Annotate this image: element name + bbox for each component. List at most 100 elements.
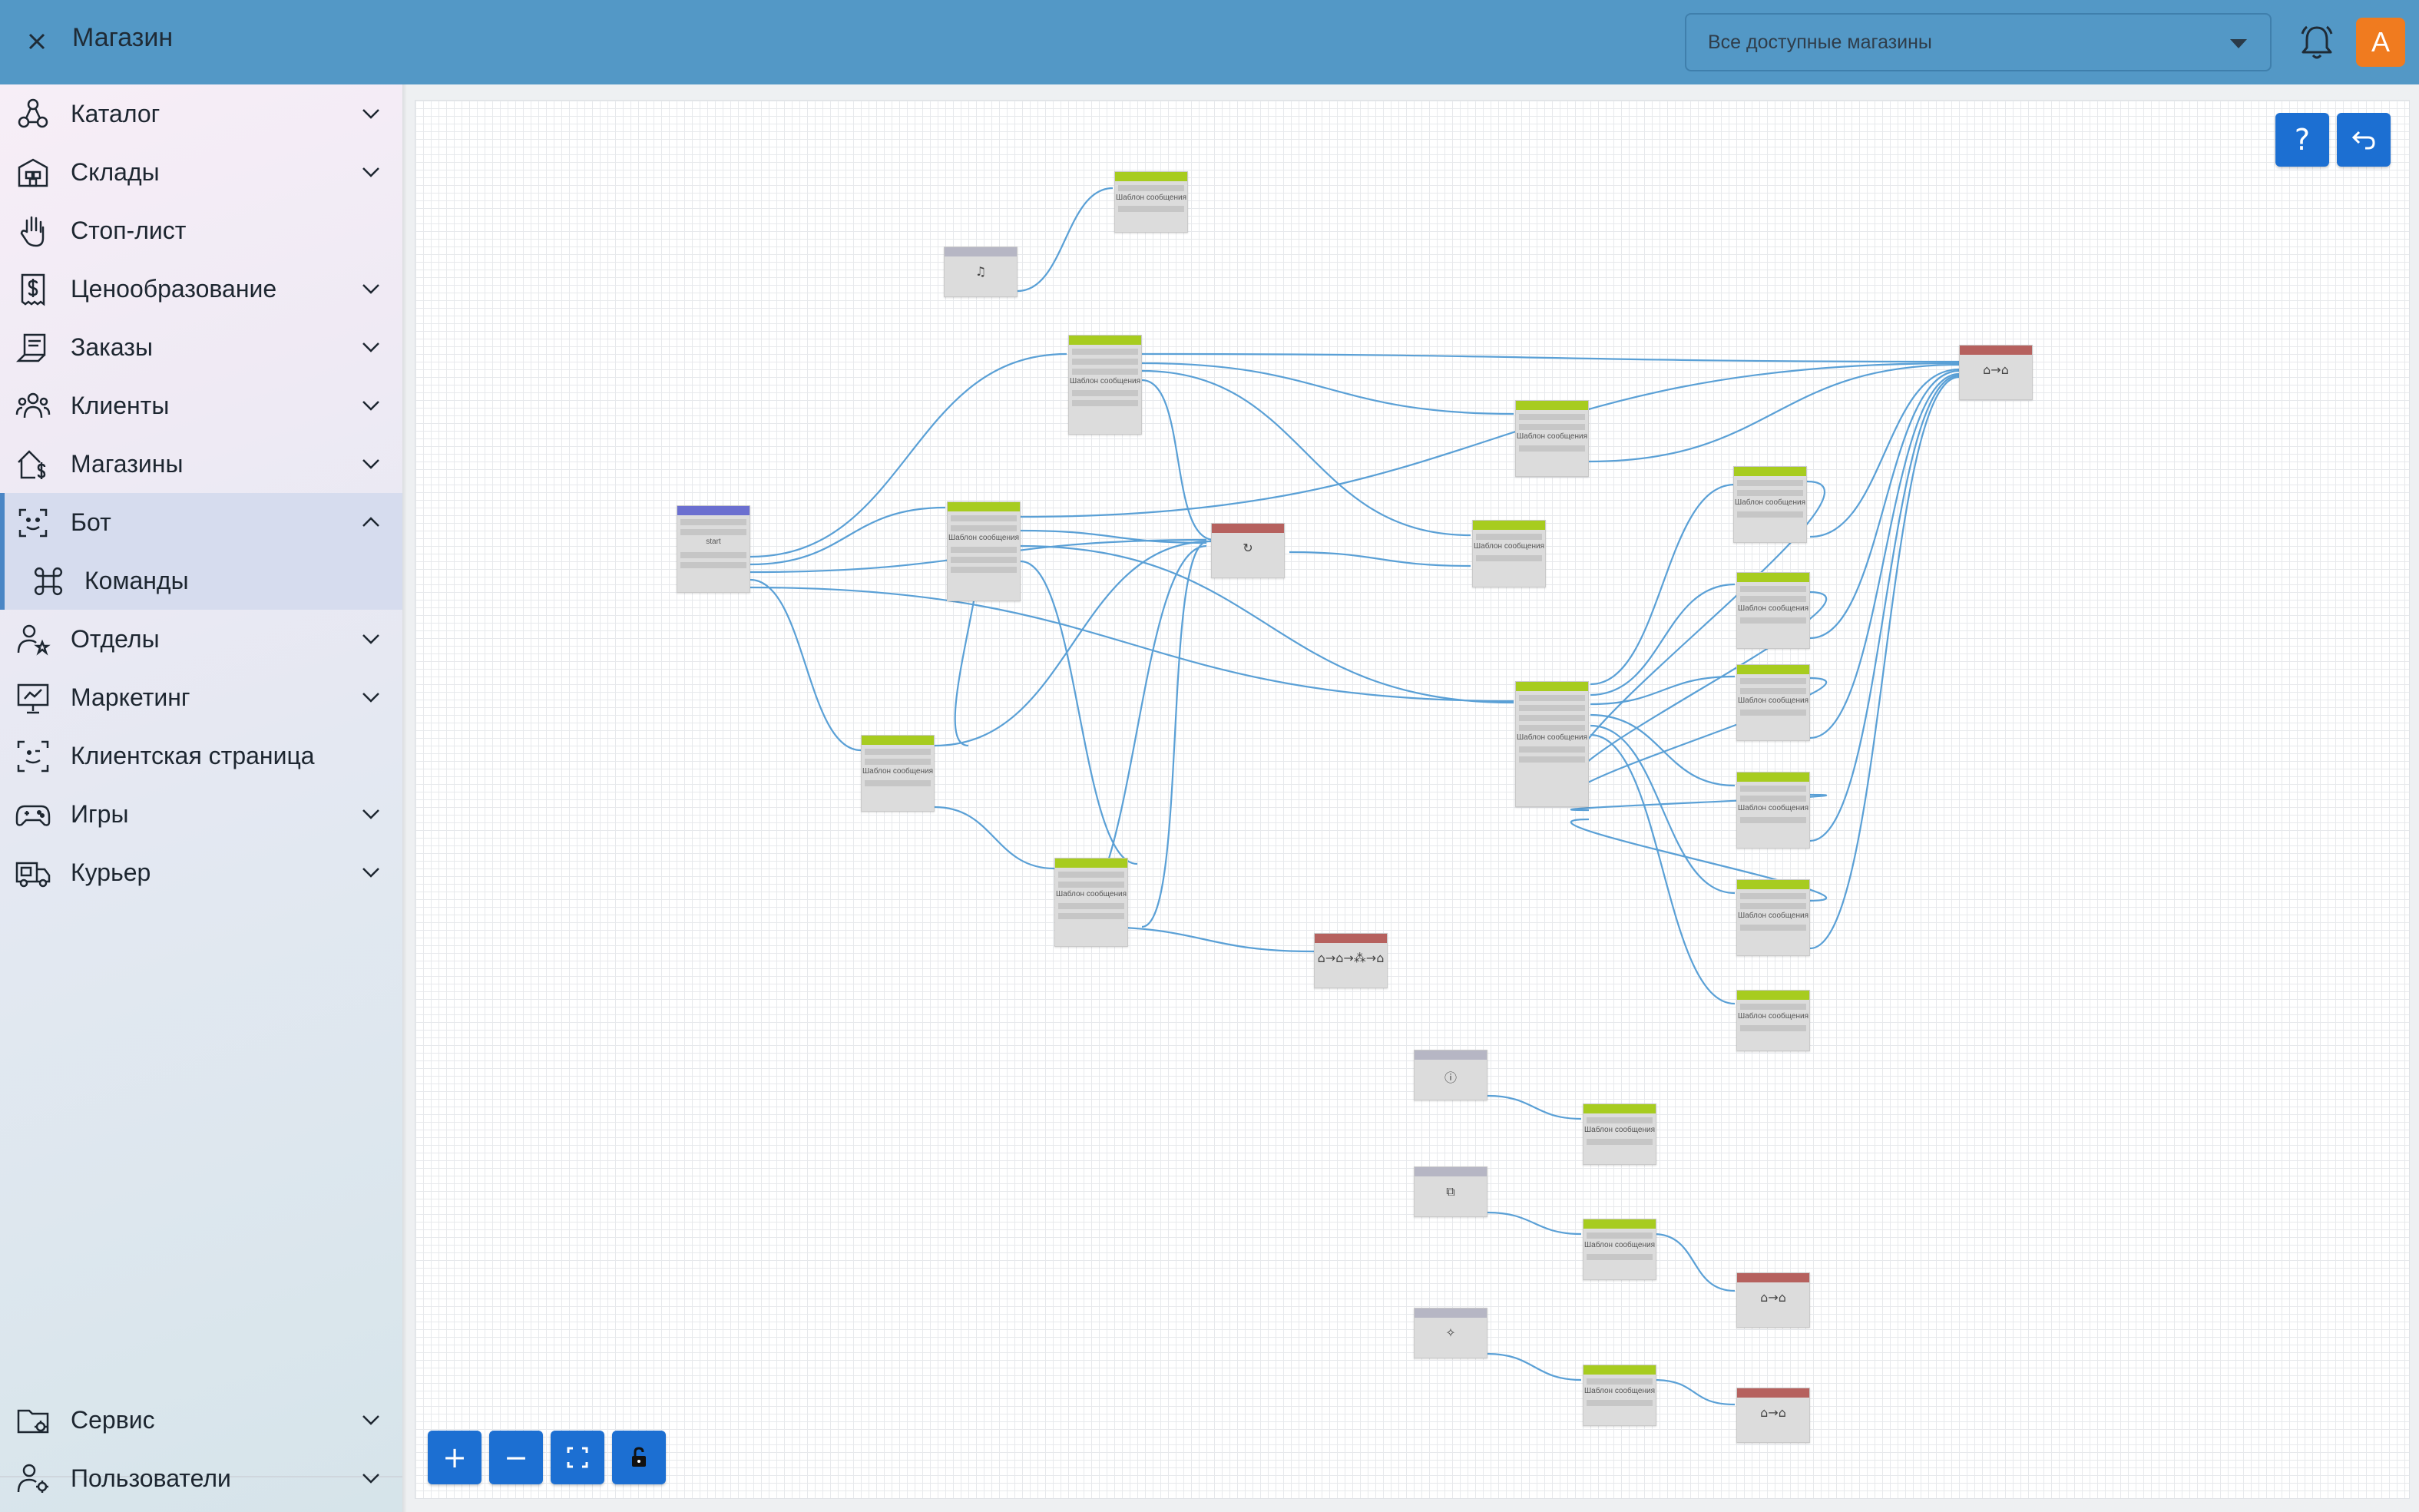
- courier-icon: [15, 862, 51, 888]
- sidebar-item-service[interactable]: Сервис: [0, 1391, 402, 1449]
- message-template-node[interactable]: Шаблон сообщения: [1472, 520, 1546, 587]
- sidebar-item-games[interactable]: Игры: [0, 785, 402, 843]
- action-node[interactable]: ⌂→⌂: [1736, 1388, 1810, 1443]
- store-select[interactable]: Все доступные магазины: [1685, 13, 2272, 71]
- connection-edge: [1590, 583, 1736, 696]
- sidebar-item-marketing[interactable]: Маркетинг: [0, 668, 402, 726]
- connection-edge: [1017, 187, 1114, 293]
- sidebar-item-departments[interactable]: Отделы: [0, 610, 402, 668]
- users-icon: [17, 1464, 48, 1493]
- message-template-node[interactable]: Шаблон сообщения: [1515, 400, 1589, 477]
- connection-edge: [750, 578, 862, 752]
- sidebar-item-courier[interactable]: Курьер: [0, 843, 402, 902]
- sidebar-item-orders[interactable]: Заказы: [0, 318, 402, 376]
- catalog-icon: [18, 98, 48, 128]
- avatar[interactable]: A: [2356, 18, 2405, 67]
- chevron-down-icon: [362, 459, 379, 469]
- chevron-down-icon: [362, 1415, 379, 1425]
- message-template-node[interactable]: Шаблон сообщения: [1515, 681, 1589, 807]
- trigger-node[interactable]: ♫: [944, 246, 1018, 297]
- fit-view-button[interactable]: [551, 1431, 604, 1484]
- headphones-icon: ♫: [975, 264, 987, 279]
- connection-edge: [1020, 560, 1138, 865]
- bell-icon[interactable]: [2296, 22, 2338, 63]
- sidebar-item-commands[interactable]: Команды: [0, 551, 402, 610]
- connection-edge: [1141, 369, 1471, 537]
- undo-icon: [2351, 131, 2375, 150]
- message-template-node[interactable]: Шаблон сообщения: [1114, 171, 1188, 233]
- help-button[interactable]: ?: [2275, 113, 2329, 167]
- chevron-down-icon: [362, 868, 379, 878]
- trigger-node[interactable]: ⓘ: [1414, 1050, 1487, 1100]
- service-icon: [17, 1409, 49, 1434]
- store-select-value: Все доступные магазины: [1708, 31, 1932, 53]
- connection-edge: [1570, 818, 1827, 902]
- connection-edge: [1590, 733, 1736, 1005]
- connection-edge: [1141, 540, 1209, 928]
- spark-icon: ✧: [1445, 1325, 1456, 1340]
- action-node[interactable]: ⌂→⌂: [1736, 1272, 1810, 1328]
- connection-edge: [1141, 352, 1960, 363]
- copy-icon: ⧉: [1446, 1184, 1455, 1199]
- message-template-node[interactable]: Шаблон сообщения: [1736, 664, 1810, 741]
- sidebar-item-bot[interactable]: Бот: [0, 493, 402, 551]
- chevron-down-icon: [362, 342, 379, 352]
- connection-edge: [1141, 379, 1215, 541]
- warehouse-icon: [18, 158, 48, 187]
- trigger-node[interactable]: ✧: [1414, 1308, 1487, 1358]
- message-template-node[interactable]: Шаблон сообщения: [1583, 1365, 1656, 1426]
- sidebar-item-client-page[interactable]: Клиентская страница: [0, 726, 402, 785]
- connection-edge: [1487, 1094, 1582, 1120]
- trigger-node[interactable]: ⧉: [1414, 1166, 1487, 1217]
- message-template-node[interactable]: Шаблон сообщения: [1583, 1103, 1656, 1165]
- flow-canvas[interactable]: start ♫ ⓘ ⧉ ✧ Шаблон сообщения Шаблон со…: [415, 100, 2410, 1499]
- top-bar: Магазин Все доступные магазины A: [0, 0, 2419, 84]
- connection-edge: [1809, 368, 1960, 538]
- message-template-node[interactable]: Шаблон сообщения: [1736, 772, 1810, 849]
- zoom-in-button[interactable]: +: [428, 1431, 481, 1484]
- action-node[interactable]: ⌂→⌂: [1959, 345, 2033, 400]
- action-node[interactable]: ↻: [1211, 523, 1285, 578]
- sidebar-item-pricing[interactable]: Ценообразование: [0, 260, 402, 318]
- sidebar-item-stores[interactable]: Магазины: [0, 435, 402, 493]
- alert-circle-icon: ⓘ: [1444, 1070, 1457, 1085]
- connection-edge: [1590, 713, 1736, 787]
- sidebar-item-stop-list[interactable]: Стоп-лист: [0, 201, 402, 260]
- undo-button[interactable]: [2337, 113, 2391, 167]
- sidebar-shadow: [402, 84, 407, 1512]
- message-template-node[interactable]: Шаблон сообщения: [1583, 1219, 1656, 1280]
- stores-icon: [18, 450, 46, 479]
- connection-edge: [1590, 483, 1736, 686]
- sidebar-item-catalog[interactable]: Каталог: [0, 84, 402, 143]
- sidebar-item-warehouses[interactable]: Склады: [0, 143, 402, 201]
- sidebar-item-clients[interactable]: Клиенты: [0, 376, 402, 435]
- flow-edges: [750, 187, 1960, 1406]
- gamepad-icon: [15, 805, 51, 826]
- message-template-node[interactable]: Шаблон сообщения: [1733, 466, 1807, 543]
- connection-edge: [1020, 362, 1960, 518]
- action-node[interactable]: ⌂→⌂→⁂→⌂: [1314, 933, 1388, 988]
- connection-edge: [1809, 372, 1960, 739]
- connection-edge: [1289, 551, 1471, 567]
- message-template-node[interactable]: Шаблон сообщения: [1054, 858, 1128, 947]
- client-page-icon: [17, 740, 49, 773]
- close-icon[interactable]: [22, 26, 52, 57]
- connection-edge: [1653, 1232, 1736, 1292]
- message-template-node[interactable]: Шаблон сообщения: [947, 501, 1021, 601]
- message-template-node[interactable]: Шаблон сообщения: [1736, 879, 1810, 956]
- active-indicator: [0, 493, 5, 610]
- orders-icon: [15, 333, 46, 362]
- connection-edge: [1020, 529, 1207, 544]
- zoom-out-button[interactable]: −: [489, 1431, 543, 1484]
- price-icon: [21, 273, 45, 306]
- start-node[interactable]: start: [677, 505, 750, 593]
- message-template-node[interactable]: Шаблон сообщения: [861, 735, 935, 812]
- store-arrows-icon: ⌂→⌂: [1760, 1405, 1786, 1420]
- sidebar-item-users[interactable]: Пользователи: [0, 1449, 402, 1507]
- message-template-node[interactable]: Шаблон сообщения: [1736, 990, 1810, 1051]
- message-template-node[interactable]: Шаблон сообщения: [1068, 335, 1142, 435]
- connection-edge: [1092, 925, 1315, 953]
- chevron-down-icon: [362, 284, 379, 294]
- message-template-node[interactable]: Шаблон сообщения: [1736, 572, 1810, 649]
- lock-button[interactable]: [612, 1431, 666, 1484]
